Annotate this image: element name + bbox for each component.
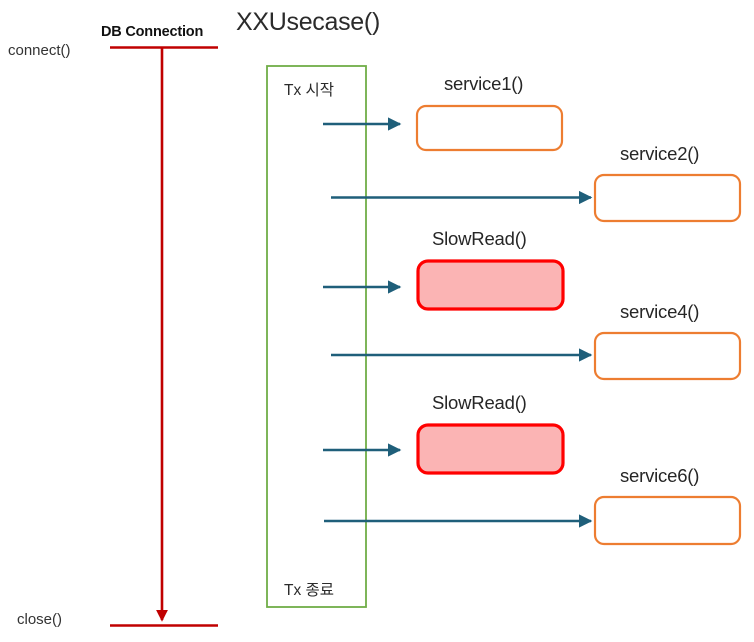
tx-end-label: Tx 종료: [284, 582, 335, 599]
db-connection-label: DB Connection: [101, 24, 204, 40]
service-label-service6: service6(): [620, 465, 700, 486]
service-box-service1[interactable]: [415, 104, 564, 152]
call-arrows: [323, 117, 593, 528]
service-box-service6[interactable]: [593, 495, 742, 546]
service-box-slowread-1[interactable]: [416, 259, 565, 311]
service-label-slowread-1: SlowRead(): [432, 228, 527, 249]
service-box-service2[interactable]: [593, 173, 742, 223]
db-connection-lifeline: [110, 46, 218, 627]
service-box-slowread-2[interactable]: [416, 423, 565, 475]
service-label-service4: service4(): [620, 301, 700, 322]
call-target-boxes: [415, 104, 742, 546]
close-label: close(): [17, 611, 63, 628]
connect-label: connect(): [8, 42, 71, 59]
service-label-slowread-2: SlowRead(): [432, 392, 527, 413]
service-label-service1: service1(): [444, 73, 524, 94]
service-label-service2: service2(): [620, 143, 700, 164]
diagram-title: XXUsecase(): [236, 8, 380, 36]
tx-start-label: Tx 시작: [284, 82, 335, 99]
service-box-service4[interactable]: [593, 331, 742, 381]
transaction-boundary-box: [266, 65, 367, 608]
